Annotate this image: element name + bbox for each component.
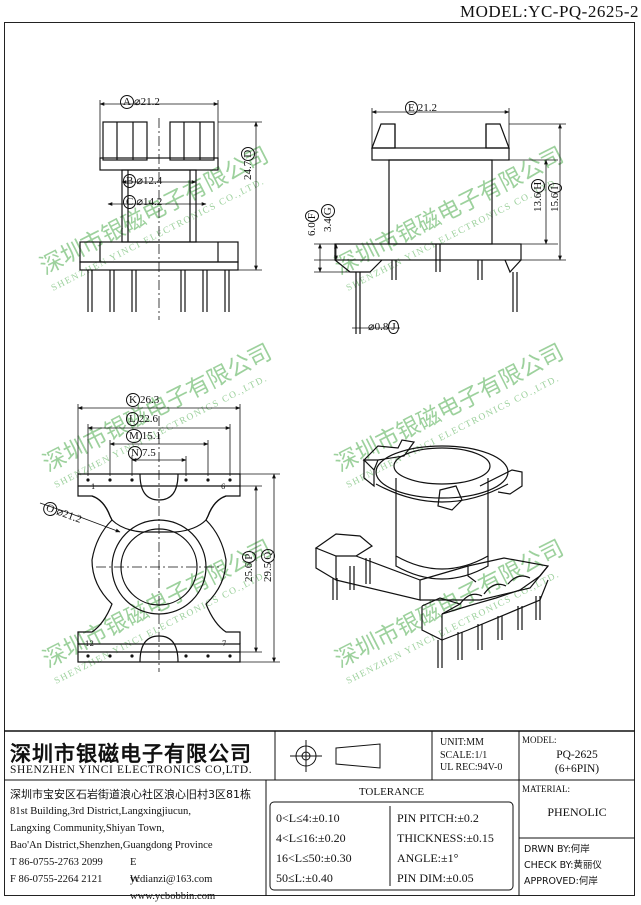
unit-label: UNIT:MM — [440, 737, 484, 748]
contact-row-1: T 86-0755-2763 2099 E ycdianzi@163.com — [10, 854, 213, 885]
contact-row-2: F 86-0755-2264 2121 W www.ycbobbin.com — [10, 871, 215, 902]
pin-label-12: 12 — [85, 640, 94, 648]
isometric-view — [314, 439, 550, 668]
dim-B: B⌀12.4 — [123, 174, 162, 188]
tolerance-left: 0<L≤4:±0.10 4<L≤16:±0.20 16<L≤50:±0.30 5… — [276, 808, 352, 888]
tolerance-title: TOLERANCE — [358, 786, 425, 798]
tolerance-left-2: 4<L≤16:±0.20 — [276, 831, 346, 845]
fax: F 86-0755-2264 2121 — [10, 874, 103, 885]
approved-by: APPROVED:何岸 — [524, 876, 598, 887]
company-name-en: SHENZHEN YINCI ELECTRONICS CO,LTD. — [10, 764, 253, 776]
model-box-value1: PQ-2625 — [556, 749, 598, 761]
email: E ycdianzi@163.com — [130, 857, 213, 885]
spec-box: UNIT:MM SCALE:1/1 UL REC:94V-0 — [440, 737, 502, 775]
tolerance-right-4: PIN DIM:±0.05 — [397, 871, 474, 885]
address-en-3: Bao'An District,Shenzhen,Guangdong Provi… — [10, 840, 213, 851]
dim-Q: 29.5Q — [261, 548, 275, 582]
website: W www.ycbobbin.com — [130, 874, 216, 902]
tolerance-left-1: 0<L≤4:±0.10 — [276, 811, 340, 825]
projection-symbol — [290, 740, 381, 772]
ul-label: UL REC:94V-0 — [440, 762, 503, 773]
dim-F: 6.0F — [305, 210, 319, 236]
dim-H: 13.6H — [531, 178, 545, 212]
watermark-cn-1: 深圳市银磁电子有限公司 — [36, 142, 273, 279]
watermark-cn-5: 深圳市银磁电子有限公司 — [331, 339, 568, 476]
tolerance-right-3: ANGLE:±1° — [397, 851, 459, 865]
tolerance-left-3: 16<L≤50:±0.30 — [276, 851, 352, 865]
material-label: MATERIAL: — [522, 784, 570, 794]
model-box-value2: (6+6PIN) — [554, 763, 600, 775]
pin-label-1: 1 — [91, 483, 96, 491]
address-en-1: 81st Building,3rd District,Langxingjiucu… — [10, 806, 191, 817]
address-en-2: Langxing Community,Shiyan Town, — [10, 823, 165, 834]
tolerance-left-4: 50≤L:±0.40 — [276, 871, 333, 885]
pin-label-6: 6 — [221, 483, 226, 491]
address-cn: 深圳市宝安区石岩街道浪心社区浪心旧村3区81栋 — [10, 788, 251, 801]
scale-label: SCALE:1/1 — [440, 749, 488, 761]
pin-label-7: 7 — [222, 640, 227, 648]
signoff-block: DRWN BY:何岸 CHECK BY:黄丽仪 APPROVED:何岸 — [524, 842, 602, 890]
material-value: PHENOLIC — [547, 805, 607, 819]
checked-by: CHECK BY:黄丽仪 — [524, 860, 602, 871]
company-name-cn: 深圳市银磁电子有限公司 — [10, 742, 252, 766]
model-box: PQ-2625 (6+6PIN) — [519, 748, 635, 776]
dim-A: A⌀21.2 — [120, 95, 160, 109]
dim-G: 3.4G — [321, 204, 335, 232]
dim-C: C⌀14.2 — [123, 195, 162, 209]
tolerance-right: PIN PITCH:±0.2 THICKNESS:±0.15 ANGLE:±1°… — [397, 808, 494, 888]
tel: T 86-0755-2763 2099 — [10, 857, 103, 868]
drawn-by: DRWN BY:何岸 — [524, 844, 590, 855]
model-box-label: MODEL: — [522, 735, 557, 745]
title-block-lines — [4, 730, 635, 896]
address-block: 81st Building,3rd District,Langxingjiucu… — [10, 803, 215, 902]
tolerance-right-2: THICKNESS:±0.15 — [397, 831, 494, 845]
drawing-frame — [4, 22, 635, 896]
tolerance-right-1: PIN PITCH:±0.2 — [397, 811, 479, 825]
dim-D: 24.7D — [241, 146, 255, 180]
dim-I: 15.6I — [548, 183, 562, 212]
dim-P: 25.6P — [242, 550, 256, 582]
model-title: MODEL:YC-PQ-2625-2 — [460, 2, 639, 21]
